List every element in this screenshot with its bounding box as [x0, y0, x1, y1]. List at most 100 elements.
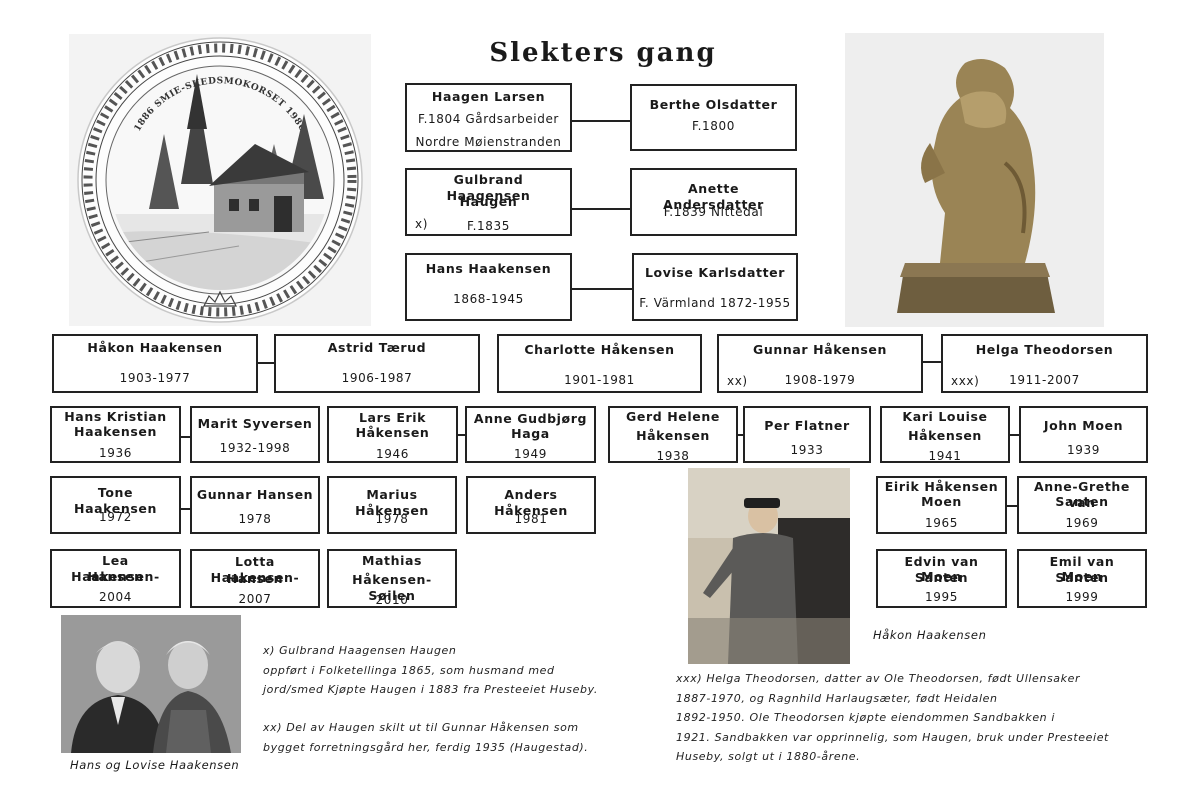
person-name: Lovise Karlsdatter	[644, 265, 786, 280]
person-anne-gudbjorg-haga: Anne Gudbjørg Haga 1949	[465, 406, 596, 463]
person-name: Charlotte Håkensen	[524, 342, 675, 357]
person-years: 1903-1977	[119, 371, 191, 385]
person-tone-haakensen: Tone Haakensen 1972	[50, 476, 181, 534]
person-gulbrand-haagensen-haugen: Gulbrand Haagensen Haugen x) F.1835	[405, 168, 572, 236]
person-berthe-olsdatter: Berthe Olsdatter F.1800	[630, 84, 797, 151]
person-name: Emil van Santen	[1049, 554, 1115, 585]
person-year: 1941	[928, 449, 962, 463]
person-kari-louise-hakensen: Kari Louise Håkensen 1941	[880, 406, 1010, 463]
person-charlotte-hakensen: Charlotte Håkensen 1901-1981	[497, 334, 702, 393]
person-name: Moen	[921, 569, 962, 584]
person-name: Helga Theodorsen	[975, 342, 1114, 357]
person-hakon-haakensen: Håkon Haakensen 1903-1977	[52, 334, 258, 393]
footnote-line: 1887-1970, og Ragnhild Harlaugsæter, fød…	[676, 691, 998, 705]
note-marker: xx)	[727, 374, 748, 388]
couple-image	[61, 615, 241, 753]
person-name: Anne Gudbjørg	[473, 411, 588, 426]
figurine-photo	[845, 33, 1104, 327]
person-info: F.1835	[467, 219, 510, 233]
person-name: Håkensen	[636, 428, 710, 443]
person-year: 1995	[925, 590, 958, 604]
person-name: Lotta Haakensen-	[210, 554, 300, 585]
hakon-photo	[688, 468, 850, 664]
person-gunnar-hansen: Gunnar Hansen 1978	[190, 476, 320, 534]
person-name: Eirik Håkensen	[884, 479, 999, 494]
plate-image: 1886 SMIE-SKEDSMOKORSET 1986	[77, 37, 363, 323]
person-year: 2010	[375, 593, 409, 607]
couple-photo-caption: Hans og Lovise Haakensen	[70, 758, 240, 772]
person-name: Gulbrand Haagensen	[446, 172, 531, 203]
footnote-xxx: xxx) Helga Theodorsen, datter av Ole The…	[676, 669, 1109, 767]
person-name: Anette Andersdatter	[663, 181, 764, 212]
person-marius-hakensen: Marius Håkensen 1978	[327, 476, 457, 534]
footnote-line: Huseby, solgt ut i 1880-årene.	[676, 750, 861, 763]
person-years: 1908-1979	[784, 373, 856, 387]
marriage-connector	[572, 208, 630, 210]
person-edvin-van-santen-moen: Edvin van Santen Moen 1995	[876, 549, 1007, 608]
person-name: Hansen	[226, 571, 284, 586]
person-year: 1938	[656, 449, 690, 463]
person-year: 1981	[514, 512, 548, 526]
person-years: 1932-1998	[219, 441, 291, 455]
marriage-connector	[738, 434, 743, 436]
person-years: 1911-2007	[1009, 373, 1080, 387]
person-astrid-taerud: Astrid Tærud 1906-1987	[274, 334, 480, 393]
note-marker: x)	[415, 217, 428, 231]
person-year: 1978	[238, 512, 272, 526]
person-info: F.1800	[692, 119, 735, 133]
marriage-connector	[258, 362, 274, 364]
person-years: 1906-1987	[341, 371, 413, 385]
person-year: 1965	[925, 516, 958, 530]
person-name: Kari Louise	[902, 409, 988, 424]
plate-photo: 1886 SMIE-SKEDSMOKORSET 1986	[69, 34, 371, 326]
person-haagen-larsen: Haagen Larsen F.1804 Gårdsarbeider Nordr…	[405, 83, 572, 152]
person-anette-andersdatter: Anette Andersdatter F.1839 Nittedal	[630, 168, 797, 236]
person-info: F. Värmland 1872-1955	[639, 296, 791, 310]
marriage-connector	[458, 434, 465, 436]
person-year: 1939	[1067, 443, 1100, 457]
person-name: Håkensen-Søilen	[352, 572, 432, 603]
person-name: Gerd Helene	[626, 409, 720, 424]
marriage-connector	[572, 120, 630, 122]
person-marit-syversen: Marit Syversen 1932-1998	[190, 406, 320, 463]
person-name: Haakensen	[74, 424, 157, 439]
person-year: 1972	[99, 510, 132, 524]
person-name: Anne-Grethe van	[1034, 479, 1130, 510]
person-john-moen: John Moen 1939	[1019, 406, 1148, 463]
person-name: Hans Kristian	[64, 409, 167, 424]
marriage-connector	[181, 436, 190, 438]
person-name: Per Flatner	[764, 418, 850, 433]
footnote-line: bygget forretningsgård her, ferdig 1935 …	[263, 740, 589, 754]
person-year: 1949	[514, 447, 547, 461]
note-marker: xxx)	[951, 374, 980, 388]
person-name: Edvin van Santen	[904, 554, 979, 585]
person-year: 1936	[99, 446, 132, 460]
marriage-connector	[572, 288, 632, 290]
person-lotta-haakensen-hansen: Lotta Haakensen- Hansen 2007	[190, 549, 320, 608]
person-emil-van-santen-moen: Emil van Santen Moen 1999	[1017, 549, 1147, 608]
person-name: Haugen	[459, 194, 518, 209]
person-years: 1868-1945	[453, 292, 524, 306]
person-anders-hakensen: Anders Håkensen 1981	[466, 476, 596, 534]
footnote-line: jord/smed Kjøpte Haugen i 1883 fra Prest…	[263, 683, 598, 696]
person-name: Haagen Larsen	[431, 89, 546, 104]
person-name: Marius Håkensen	[355, 487, 429, 518]
person-name: Håkensen	[908, 428, 982, 443]
person-lovise-karlsdatter: Lovise Karlsdatter F. Värmland 1872-1955	[632, 253, 798, 321]
page-title: Slekters gang	[489, 38, 717, 68]
person-name: Håkensen	[355, 425, 430, 440]
person-helga-theodorsen: Helga Theodorsen xxx) 1911-2007	[941, 334, 1148, 393]
footnote-line: 1921. Sandbakken var opprinnelig, som Ha…	[676, 730, 1109, 744]
marriage-connector	[1007, 505, 1017, 507]
person-per-flatner: Per Flatner 1933	[743, 406, 871, 463]
footnote-x: x) Gulbrand Haagensen Haugen oppført i F…	[263, 641, 598, 700]
person-eirik-hakensen-moen: Eirik Håkensen Moen 1965	[876, 476, 1007, 534]
person-name: Moen	[1061, 569, 1103, 584]
person-info: F.1804 Gårdsarbeider	[418, 112, 559, 126]
person-name: Gunnar Hansen	[196, 487, 314, 502]
person-info: Nordre Møienstranden	[415, 135, 562, 149]
footnote-line: xx) Del av Haugen skilt ut til Gunnar Hå…	[263, 721, 579, 734]
person-hans-kristian-haakensen: Hans Kristian Haakensen 1936	[50, 406, 181, 463]
person-name: Haga	[511, 426, 550, 441]
person-name: Astrid Tærud	[327, 340, 427, 355]
